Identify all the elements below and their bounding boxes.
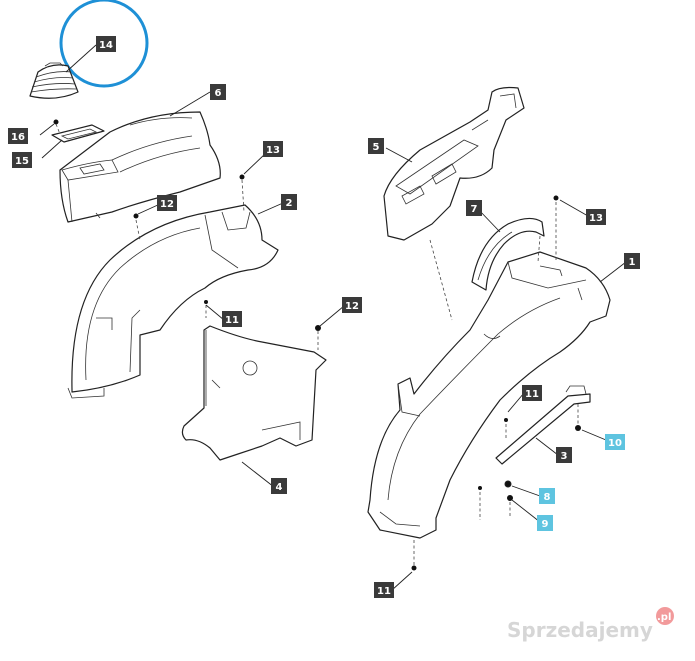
callout-8: 8 [539, 488, 555, 504]
callout-box [374, 582, 394, 598]
callout-number: 13 [589, 213, 603, 224]
callout-number: 7 [471, 204, 478, 215]
callout-1: 1 [624, 253, 640, 269]
callout-box [12, 152, 32, 168]
callout-number: 15 [15, 156, 29, 167]
watermark-text: Sprzedajemy [507, 618, 653, 642]
callout-box [222, 311, 242, 327]
callout-box [342, 297, 362, 313]
part-3-bracket [495, 385, 591, 465]
callout-box [210, 84, 226, 100]
callout-number: 12 [345, 301, 359, 312]
callout-number: 11 [525, 389, 539, 400]
callout-box [539, 488, 555, 504]
callout-15: 15 [12, 152, 32, 168]
callout-number: 3 [561, 451, 568, 462]
callout-number: 11 [225, 315, 239, 326]
callout-number: 10 [608, 438, 622, 449]
callout-box [271, 478, 287, 494]
watermark: Sprzedajemy .pl [507, 607, 674, 642]
callout-box [522, 385, 542, 401]
assembly-lines [55, 123, 557, 565]
callout-box [537, 515, 553, 531]
part-15-plate [51, 124, 105, 143]
callout-box [96, 36, 116, 52]
callout-4: 4 [271, 478, 287, 494]
callout-box [157, 195, 177, 211]
callout-number: 8 [544, 492, 551, 503]
watermark-badge [656, 607, 674, 625]
callout-7: 7 [466, 200, 482, 216]
part-4-lower-panel [181, 325, 327, 461]
callout-14: 14 [96, 36, 116, 52]
callout-number: 6 [215, 88, 222, 99]
callout-number: 2 [286, 198, 293, 209]
callout-3: 3 [556, 447, 572, 463]
part-5-console-top [383, 86, 525, 241]
callout-number: 14 [99, 40, 113, 51]
callout-6: 6 [210, 84, 226, 100]
callout-5: 5 [368, 138, 384, 154]
callout-number: 1 [629, 257, 636, 268]
callout-box [556, 447, 572, 463]
callout-number: 4 [276, 482, 283, 493]
callout-11: 11 [222, 311, 242, 327]
part-7-handle [471, 217, 545, 291]
callout-12: 12 [157, 195, 177, 211]
callout-box [368, 138, 384, 154]
callout-number: 12 [160, 199, 174, 210]
callout-11: 11 [522, 385, 542, 401]
callout-number: 13 [266, 145, 280, 156]
callout-box [281, 194, 297, 210]
callout-11: 11 [374, 582, 394, 598]
callout-number: 9 [542, 519, 549, 530]
callout-12: 12 [342, 297, 362, 313]
leader-lines [41, 44, 627, 591]
callout-box [624, 253, 640, 269]
callout-2: 2 [281, 194, 297, 210]
part-16-screw [39, 119, 59, 136]
callout-box [263, 141, 283, 157]
highlight-circle [59, 0, 149, 88]
callout-number: 11 [377, 586, 391, 597]
part-2-left-fender [67, 204, 279, 399]
callout-box [586, 209, 606, 225]
callout-box [605, 434, 625, 450]
callout-16: 16 [8, 128, 28, 144]
watermark-suffix: .pl [657, 612, 671, 623]
callout-13: 13 [586, 209, 606, 225]
callout-box [8, 128, 28, 144]
part-1-right-fender [367, 251, 611, 539]
callout-number: 16 [11, 132, 25, 143]
fasteners [133, 174, 559, 571]
callout-10: 10 [605, 434, 625, 450]
part-14-boot [29, 62, 79, 99]
callout-number: 5 [373, 142, 380, 153]
callout-13: 13 [263, 141, 283, 157]
callout-9: 9 [537, 515, 553, 531]
callout-box [466, 200, 482, 216]
